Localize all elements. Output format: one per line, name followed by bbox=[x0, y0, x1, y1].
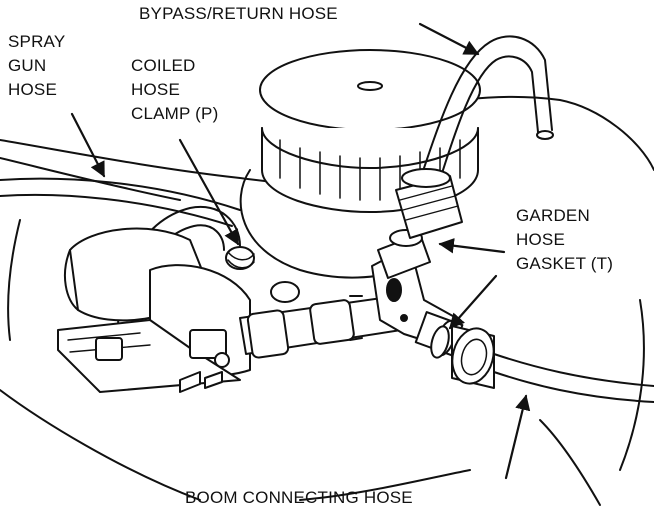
label-garden-hose-gasket: GARDEN HOSE GASKET (T) bbox=[516, 204, 613, 276]
arrow-spray-gun bbox=[72, 114, 104, 176]
label-coiled-hose-clamp-line3: CLAMP (P) bbox=[131, 102, 218, 126]
label-coiled-hose-clamp-line2: HOSE bbox=[131, 78, 218, 102]
label-spray-gun-hose-line2: GUN bbox=[8, 54, 65, 78]
label-garden-hose-gasket-line3: GASKET (T) bbox=[516, 252, 613, 276]
arrow-boom bbox=[506, 396, 526, 478]
pump-assembly bbox=[58, 229, 250, 392]
label-garden-hose-gasket-line1: GARDEN bbox=[516, 204, 613, 228]
boom-hose-coupler bbox=[428, 324, 654, 402]
label-bypass-return-hose: BYPASS/RETURN HOSE bbox=[139, 2, 338, 26]
label-garden-hose-gasket-line2: HOSE bbox=[516, 228, 613, 252]
label-coiled-hose-clamp-line1: COILED bbox=[131, 54, 218, 78]
label-spray-gun-hose: SPRAY GUN HOSE bbox=[8, 30, 65, 102]
arrow-gasket-upper bbox=[440, 244, 504, 252]
arrow-bypass bbox=[420, 24, 478, 54]
label-spray-gun-hose-line3: HOSE bbox=[8, 78, 65, 102]
arrow-gasket-lower bbox=[450, 276, 496, 328]
label-spray-gun-hose-line1: SPRAY bbox=[8, 30, 65, 54]
label-boom-connecting-hose: BOOM CONNECTING HOSE bbox=[185, 486, 413, 510]
label-coiled-hose-clamp: COILED HOSE CLAMP (P) bbox=[131, 54, 218, 126]
